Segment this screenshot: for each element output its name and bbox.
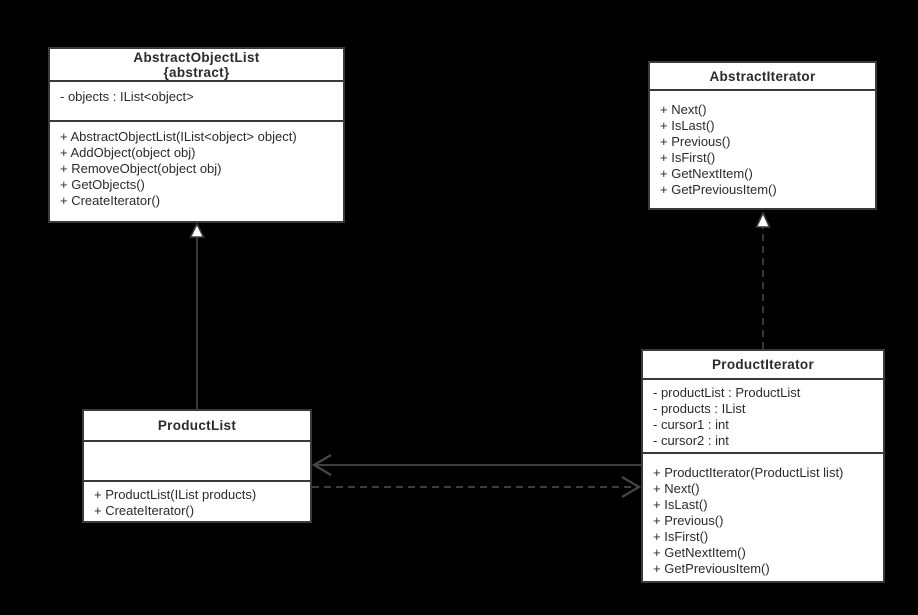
method-line: + Next() (660, 102, 707, 117)
method-line: + GetObjects() (60, 177, 145, 192)
method-line: + GetNextItem() (660, 166, 753, 181)
attribute-line: - productList : ProductList (653, 385, 801, 400)
attribute-line: - cursor1 : int (653, 417, 729, 432)
method-line: + GetPreviousItem() (660, 182, 777, 197)
class-stereotype: {abstract} (163, 64, 230, 80)
method-line: + AddObject(object obj) (60, 145, 196, 160)
method-line: + IsFirst() (660, 150, 716, 165)
hollow-triangle-arrowhead (755, 211, 771, 228)
open-arrowhead-right (621, 476, 642, 498)
method-line: + CreateIterator() (60, 193, 161, 208)
method-line: + IsFirst() (653, 529, 709, 544)
method-line: + IsLast() (653, 497, 708, 512)
class-title: ProductIterator (643, 351, 883, 378)
hollow-triangle-arrowhead (189, 222, 205, 238)
method-line: + IsLast() (660, 118, 715, 133)
class-title: AbstractObjectList {abstract} (50, 49, 343, 80)
class-name: AbstractIterator (709, 68, 816, 84)
attribute-line: - cursor2 : int (653, 433, 729, 448)
dependency-productlist-productiterator[interactable] (312, 476, 642, 498)
methods-compartment: + ProductIterator(ProductList list)+ Nex… (643, 452, 883, 581)
method-line: + CreateIterator() (94, 503, 195, 518)
realization-productiterator-abstractiterator[interactable] (755, 211, 771, 349)
attributes-compartment: - objects : IList<object> (50, 80, 343, 120)
open-arrowhead-left (311, 454, 332, 476)
attribute-line: - objects : IList<object> (60, 89, 194, 104)
class-box-abstract-iterator[interactable]: AbstractIterator + Next()+ IsLast()+ Pre… (648, 61, 877, 210)
class-name: ProductList (157, 418, 237, 433)
class-name: ProductIterator (711, 357, 814, 372)
generalization-productlist-abstractobjectlist[interactable] (189, 222, 205, 409)
association-productiterator-productlist[interactable] (311, 454, 641, 476)
methods-compartment: + Next()+ IsLast()+ Previous()+ IsFirst(… (650, 89, 875, 208)
class-box-abstract-object-list[interactable]: AbstractObjectList {abstract} - objects … (48, 47, 345, 223)
class-title: ProductList (84, 411, 310, 440)
methods-compartment: + ProductList(IList products)+ CreateIte… (84, 480, 310, 521)
method-line: + RemoveObject(object obj) (60, 161, 222, 176)
attributes-compartment (84, 440, 310, 480)
method-line: + GetNextItem() (653, 545, 746, 560)
class-name: AbstractObjectList (133, 49, 260, 65)
class-title: AbstractIterator (650, 63, 875, 89)
class-box-product-list[interactable]: ProductList + ProductList(IList products… (82, 409, 312, 523)
methods-compartment: + AbstractObjectList(IList<object> objec… (50, 120, 343, 221)
method-line: + ProductIterator(ProductList list) (653, 465, 844, 480)
method-line: + Next() (653, 481, 700, 496)
method-line: + ProductList(IList products) (94, 487, 257, 502)
attributes-compartment: - productList : ProductList- products : … (643, 378, 883, 452)
class-box-product-iterator[interactable]: ProductIterator - productList : ProductL… (641, 349, 885, 583)
method-line: + Previous() (660, 134, 731, 149)
method-line: + Previous() (653, 513, 724, 528)
method-line: + GetPreviousItem() (653, 561, 770, 576)
method-line: + AbstractObjectList(IList<object> objec… (60, 129, 297, 144)
attribute-line: - products : IList (653, 401, 746, 416)
